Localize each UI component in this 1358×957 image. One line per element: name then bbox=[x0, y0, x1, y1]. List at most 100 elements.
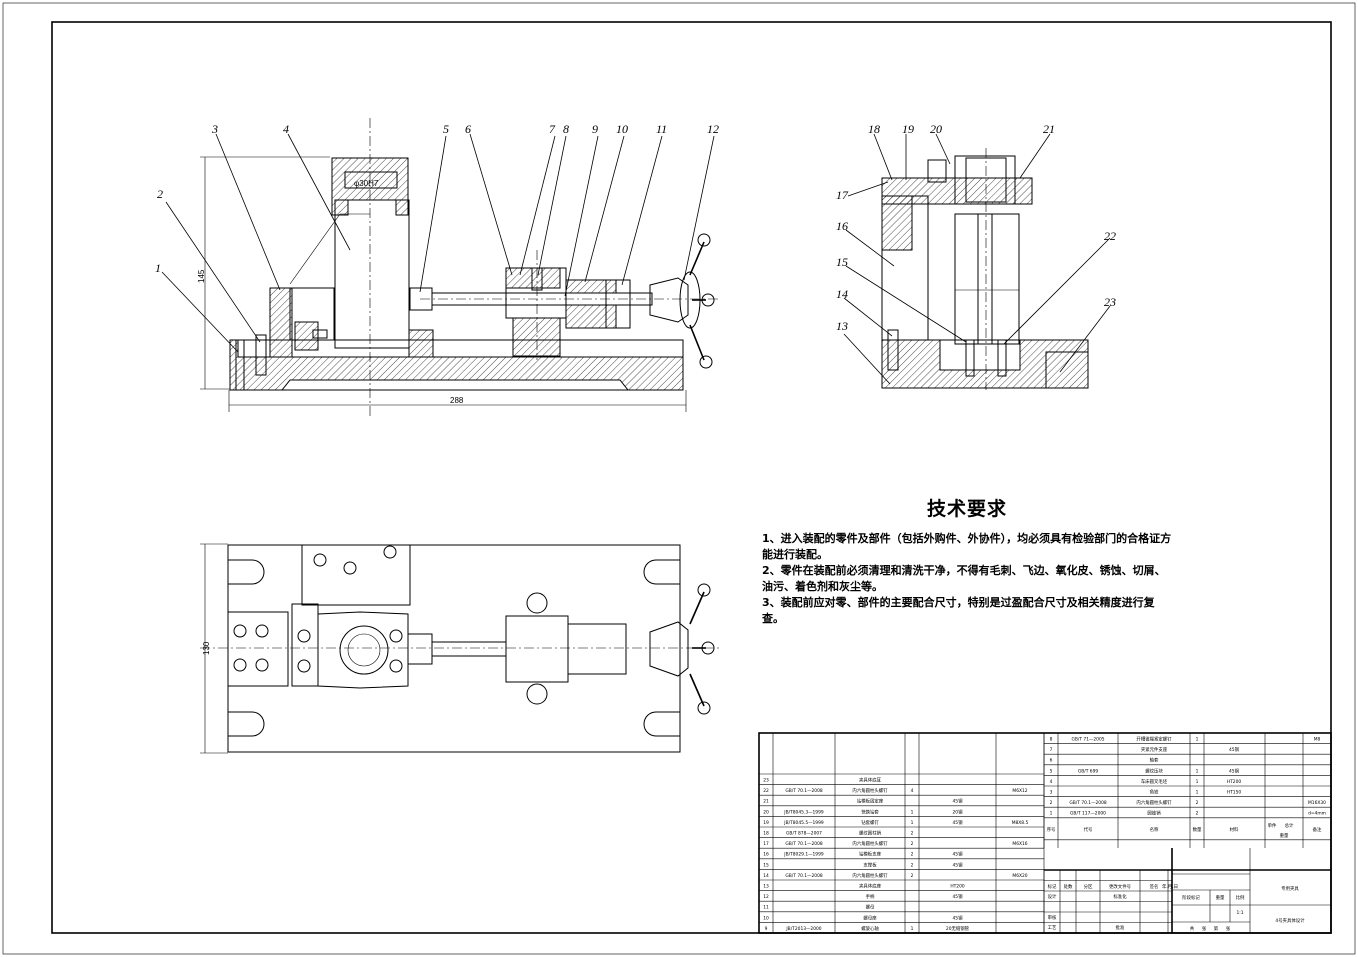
title-block-mark: 签名 bbox=[1150, 883, 1159, 890]
bom-cell-name: 螺旋心轴 bbox=[861, 925, 879, 932]
part-label-19: 19 bbox=[902, 122, 914, 136]
bom-cell-no: 1 bbox=[1050, 811, 1053, 817]
bom-cell-material: 45钢 bbox=[953, 819, 964, 826]
title-block-mark: 标记 bbox=[1048, 883, 1057, 890]
bom-cell-code: GB/T 70.1—2008 bbox=[1069, 800, 1107, 806]
part-label-12: 12 bbox=[707, 122, 719, 136]
bom-cell-material: HT150 bbox=[1227, 790, 1242, 796]
part-label-16: 16 bbox=[836, 219, 848, 233]
title-block-stage: 重量 bbox=[1216, 894, 1225, 901]
bom-cell-name: 螺母 bbox=[866, 904, 875, 911]
sheet-count: 第 bbox=[1214, 925, 1219, 932]
bom-cell-qty: 1 bbox=[1196, 790, 1199, 796]
part-label-21: 21 bbox=[1043, 122, 1055, 136]
part-label-13: 13 bbox=[836, 319, 848, 333]
bom-cell-no: 17 bbox=[763, 841, 769, 847]
bom-cell-note: M6X12 bbox=[1012, 788, 1027, 794]
dim-bore: φ30H7 bbox=[354, 179, 379, 188]
bom-cell-name: 手柄 bbox=[866, 893, 875, 900]
title-block-mark: 处数 bbox=[1064, 883, 1073, 890]
title-block-role: 设计 bbox=[1048, 893, 1057, 900]
tech-requirements-list: 1、进入装配的零件及部件（包括外购件、外协件），均必须具有检验部门的合格证方能进… bbox=[762, 531, 1172, 627]
bom-cell-no: 3 bbox=[1050, 790, 1053, 796]
title-block-role: 工艺 bbox=[1048, 925, 1057, 931]
part-label-14: 14 bbox=[836, 287, 848, 301]
part-label-11: 11 bbox=[656, 122, 667, 136]
bom-cell-note: d=4mm bbox=[1308, 811, 1326, 817]
bom-cell-name: 圆锥销 bbox=[1147, 810, 1161, 817]
bom-cell-material: 45钢 bbox=[953, 861, 964, 868]
bom-header-cell: 代号 bbox=[1084, 826, 1093, 833]
bom-cell-note: M6X16 bbox=[1012, 841, 1027, 847]
bom-cell-name: 螺母座 bbox=[863, 914, 877, 921]
bom-cell-qty: 1 bbox=[911, 809, 914, 815]
bom-cell-no: 19 bbox=[763, 820, 769, 826]
bom-cell-material: 45钢 bbox=[1229, 746, 1240, 753]
bom-cell-material: HT200 bbox=[1227, 779, 1242, 785]
bom-cell-no: 16 bbox=[763, 852, 769, 858]
bom-cell-no: 13 bbox=[763, 884, 769, 890]
title-block-role: 批准 bbox=[1116, 924, 1125, 931]
bom-cell-name: 螺纹压块 bbox=[1145, 767, 1163, 774]
bom-cell-no: 11 bbox=[763, 905, 769, 911]
bom-header-cell: 数量 bbox=[1193, 826, 1202, 833]
part-label-5: 5 bbox=[443, 122, 449, 136]
part-label-22: 22 bbox=[1104, 229, 1116, 243]
part-label-4: 4 bbox=[283, 122, 289, 136]
bom-cell-material: 45钢 bbox=[953, 798, 964, 805]
bom-cell-no: 10 bbox=[763, 915, 769, 921]
tech-requirement-item: 3、装配前应对零、部件的主要配合尺寸，特别是过盈配合尺寸及相关精度进行复查。 bbox=[762, 596, 1155, 625]
bom-cell-no: 21 bbox=[763, 799, 769, 805]
bom-cell-name: 夹具体底耳 bbox=[859, 777, 882, 784]
part-label-18: 18 bbox=[868, 122, 880, 136]
bom-cell-code: GB/T 699 bbox=[1078, 768, 1099, 774]
sheet-count: 张 bbox=[1202, 925, 1207, 932]
sheet-count: 张 bbox=[1226, 925, 1231, 932]
bom-cell-no: 15 bbox=[763, 862, 769, 868]
tech-requirements-title: 技术要求 bbox=[926, 498, 1007, 520]
inner-frame bbox=[51, 21, 1332, 934]
bom-header-cell: 总计 bbox=[1285, 822, 1294, 829]
bom-cell-qty: 2 bbox=[1196, 800, 1199, 806]
bom-cell-code: GB/T 70.1—2008 bbox=[785, 841, 823, 847]
bom-cell-note: M8X8.5 bbox=[1012, 820, 1029, 826]
bom-cell-name: 螺纹圆柱销 bbox=[859, 830, 882, 837]
title-block-role: 审核 bbox=[1048, 914, 1057, 921]
bom-cell-qty: 2 bbox=[911, 841, 914, 847]
bom-cell-qty: 1 bbox=[1196, 779, 1199, 785]
front-view-labels: 1 2 3 4 5 6 7 8 9 10 11 12 bbox=[155, 122, 719, 353]
bom-cell-qty: 2 bbox=[911, 862, 914, 868]
part-label-7: 7 bbox=[549, 122, 556, 136]
bom-cell-note: M16X30 bbox=[1308, 800, 1326, 806]
bom-cell-code: JB/T8045.3—1999 bbox=[783, 809, 824, 815]
side-view bbox=[881, 148, 1089, 390]
bom-cell-no: 20 bbox=[763, 809, 769, 815]
bom-cell-qty: 2 bbox=[1196, 811, 1199, 817]
top-view: 130 bbox=[200, 543, 720, 754]
bom-cell-code: GB/T 878—2007 bbox=[786, 831, 822, 837]
part-label-2: 2 bbox=[157, 187, 163, 201]
drawing-name: 4号夹具体设计 bbox=[1275, 917, 1305, 924]
sheet-count: 共 bbox=[1190, 925, 1195, 932]
bom-cell-material: 20无缝钢管 bbox=[946, 925, 970, 932]
part-label-23: 23 bbox=[1104, 295, 1116, 309]
bom-cell-code: JB/T2013—2000 bbox=[785, 926, 821, 932]
bom-cell-code: JB/T8045.5—1999 bbox=[783, 820, 824, 826]
bom-cell-no: 7 bbox=[1050, 747, 1053, 753]
bom-cell-name: 开槽锥端紧定螺钉 bbox=[1136, 736, 1172, 743]
bom-cell-name: 钻模板固定座 bbox=[857, 798, 884, 805]
part-label-8: 8 bbox=[563, 122, 569, 136]
bom-cell-no: 18 bbox=[763, 831, 769, 837]
bom-cell-material: 20钢 bbox=[953, 808, 964, 815]
bom-cell-qty: 1 bbox=[1196, 768, 1199, 774]
bom-header-cell: 名称 bbox=[1150, 826, 1159, 833]
bom-cell-name: 支撑板 bbox=[863, 861, 877, 868]
part-label-20: 20 bbox=[930, 122, 942, 136]
title-block-mark: 年.月.日 bbox=[1162, 883, 1178, 890]
bom-cell-name: 角铁 bbox=[1150, 789, 1159, 796]
technical-requirements: 技术要求 1、进入装配的零件及部件（包括外购件、外协件），均必须具有检验部门的合… bbox=[762, 494, 1172, 627]
part-label-9: 9 bbox=[592, 122, 598, 136]
